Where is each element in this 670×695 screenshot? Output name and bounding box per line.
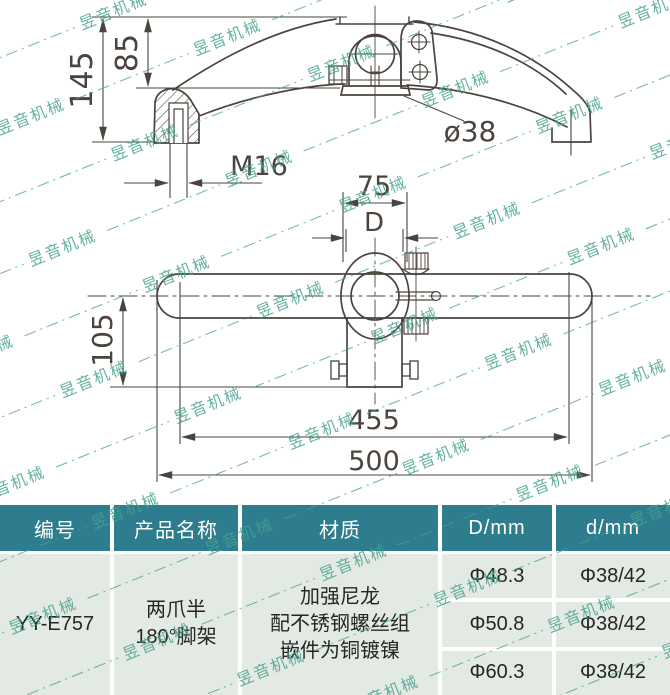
material-line1: 加强尼龙 — [300, 585, 380, 608]
spec-table-header: 编号 产品名称 材质 D/mm d/mm — [0, 505, 670, 551]
spec-table-body: YY-E757 两爪半 180°脚架 加强尼龙 配不锈钢螺丝组 嵌件为铜镀镍 Φ… — [0, 554, 670, 695]
material-line3: 嵌件为铜镀镍 — [280, 639, 400, 662]
header-material: 材质 — [242, 505, 438, 551]
cell-d-1: Φ38/42 — [556, 554, 670, 599]
dim-500-label: 500 — [348, 446, 400, 477]
material-line2: 配不锈钢螺丝组 — [270, 612, 410, 635]
header-D-mm: D/mm — [442, 505, 552, 551]
cell-D-3: Φ60.3 — [442, 650, 552, 695]
dim-m16-label: M16 — [230, 151, 288, 182]
cell-D-2: Φ50.8 — [442, 602, 552, 647]
header-product-name: 产品名称 — [114, 505, 238, 551]
cell-D-1: Φ48.3 — [442, 554, 552, 599]
cell-part-no: YY-E757 — [0, 554, 110, 695]
cell-d-3: Φ38/42 — [556, 650, 670, 695]
cell-material: 加强尼龙 配不锈钢螺丝组 嵌件为铜镀镍 — [242, 554, 438, 695]
cell-product-name: 两爪半 180°脚架 — [114, 554, 238, 695]
side-view — [153, 5, 592, 156]
spec-table: 编号 产品名称 材质 D/mm d/mm YY-E757 两爪半 180°脚架 … — [0, 505, 670, 695]
dim-D-label: D — [364, 208, 384, 238]
plan-view — [87, 237, 651, 405]
dim-455-label: 455 — [348, 405, 400, 436]
dim-105-label: 105 — [86, 313, 119, 366]
dim-145-label: 145 — [65, 51, 100, 108]
product-name-line1: 两爪半 — [146, 599, 206, 622]
cell-d-2: Φ38/42 — [556, 602, 670, 647]
technical-drawing: 145 85 M16 ø38 75 D 105 455 500 — [65, 5, 651, 482]
dim-75-label: 75 — [357, 171, 391, 202]
header-part-no: 编号 — [0, 505, 110, 551]
dim-85-label: 85 — [110, 34, 145, 72]
header-d-mm: d/mm — [556, 505, 670, 551]
dim-dia38-label: ø38 — [444, 115, 497, 148]
product-name-line2: 180°脚架 — [135, 626, 217, 649]
